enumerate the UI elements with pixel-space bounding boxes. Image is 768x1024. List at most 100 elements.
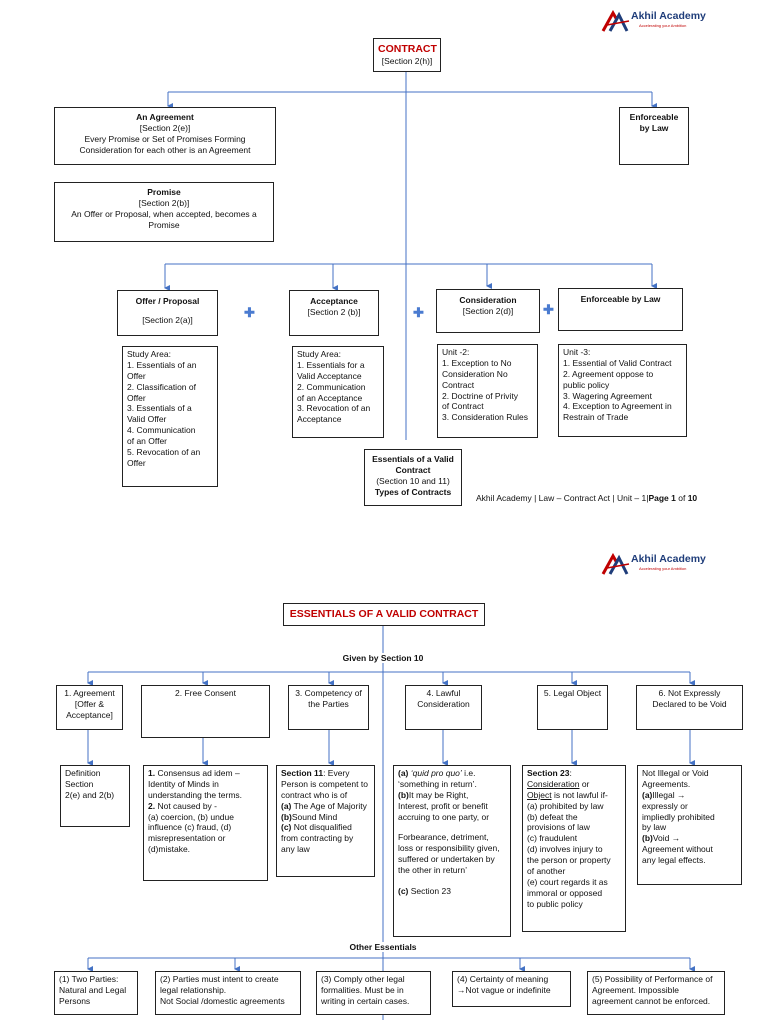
study-line: Study Area: [127,349,171,359]
detail-line: loss or responsibility given, [398,843,500,854]
contract-section: [Section 2(h)] [381,56,433,67]
detail-line: provisions of law [527,822,590,833]
header-line: the Parties [308,698,349,709]
detail-legal-object: Section 23: Consideration or Object is n… [522,765,626,932]
logo-name: Akhil Academy [631,553,706,565]
detail-text: Consensus ad idem – [155,768,240,778]
detail-line: expressly or [642,800,688,811]
study-line: Offer [127,370,146,381]
page-footer: Akhil Academy | Law – Contract Act | Uni… [476,493,697,503]
offer-section: [Section 2(a)] [142,314,193,325]
other-line: agreement cannot be enforced. [592,995,711,1006]
other-line: →Not vague or indefinite [457,984,551,995]
detail-num: (c) [398,885,409,896]
detail-line: the person or property [527,855,611,865]
detail-line: any legal effects. [642,855,706,865]
detail-line: Identity of Minds in [148,778,219,789]
study-line: of an Offer [127,436,168,446]
detail-line: suffered or undertaken by [398,854,495,865]
unit-line: 4. Exception to Agreement in [563,401,672,412]
essential-header-free-consent: 2. Free Consent [141,685,270,738]
detail-num: (b) [642,833,653,844]
detail-line: Interest, profit or benefit [398,800,488,811]
other-line: (5) Possibility of Performance of [592,974,713,984]
essential-header-consideration: 4. Lawful Consideration [405,685,482,730]
detail-line: Definition [65,768,101,778]
detail-not-void: Not Illegal or Void Agreements. (a)Illeg… [637,765,742,885]
footer-text: Akhil Academy | Law – Contract Act | Uni… [476,493,649,503]
study-line: 2. Classification of [127,381,196,392]
promise-definition: An Offer or Proposal, when accepted, bec… [71,208,257,219]
essentials-valid-contract-box: Essentials of a Valid Contract (Section … [364,449,462,506]
detail-text: Section 23 [408,885,451,896]
header-line: 2. Free Consent [175,688,236,698]
agreement-title: An Agreement [136,112,194,122]
study-line: Valid Offer [127,414,167,425]
acceptance-title: Acceptance [310,296,358,306]
detail-num: 1. [148,768,156,778]
unit-line: 2. Agreement oppose to [563,368,654,379]
offer-title: Offer / Proposal [135,296,200,306]
unit-line: Restrain of Trade [563,412,629,423]
enforceable-top-line: Enforceable [629,112,679,122]
header-line: 5. Legal Object [543,688,602,698]
other-essentials-label: Other Essentials [338,942,428,952]
header-line: 1. Agreement [64,688,115,698]
unit2-box: Unit -2: 1. Exception to No Consideratio… [437,344,538,438]
acceptance-study-area: Study Area: 1. Essentials for a Valid Ac… [292,346,384,438]
unit-line: public policy [563,379,610,390]
detail-line: Not Illegal or Void [642,768,709,778]
detail-line: understanding the terms. [148,789,243,800]
other-line: writing in certain cases. [321,995,410,1006]
detail-text: : [569,768,572,778]
detail-line: 2(e) and 2(b) [65,789,115,800]
detail-line: of another [527,865,566,876]
enforceable-box: Enforceable by Law [558,288,683,331]
header-line: [Offer & [74,698,105,709]
unit-line: Contract [442,379,475,390]
detail-line: impliedly prohibited [642,811,715,822]
other-essential-4: (4) Certainty of meaning →Not vague or i… [452,971,571,1007]
other-line: Not Social /domestic agreements [160,995,285,1006]
footer-of: of [675,493,688,503]
unit-line: Unit -2: [442,347,470,357]
detail-num: (b) [281,811,292,822]
detail-num: (a) [281,800,292,811]
detail-num: 2. [148,800,156,811]
academy-logo: Akhil Academy Accelerating your Ambition [601,9,721,32]
consideration-section: [Section 2(d)] [462,305,514,316]
other-line: (2) Parties must intent to create [160,974,279,984]
footer-page-total: 10 [687,493,698,503]
logo-mark-icon [601,9,630,32]
agreement-section: [Section 2(e)] [139,122,191,133]
other-line: Persons [59,995,91,1006]
header-line: Consideration [417,698,470,709]
detail-lawful-consideration: (a) ‘quid pro quo’ i.e. ‘something in re… [393,765,511,937]
detail-text: i.e. [461,768,476,778]
offer-study-area: Study Area: 1. Essentials of an Offer 2.… [122,346,218,487]
promise-section: [Section 2(b)] [138,197,190,208]
other-line: formalities. Must be in [321,984,404,995]
other-essential-3: (3) Comply other legal formalities. Must… [316,971,431,1015]
detail-line: from contracting by [281,833,354,844]
study-line: 4. Communication [127,425,196,436]
agreement-definition: Every Promise or Set of Promises Forming [84,133,246,144]
unit-line: 1. Essential of Valid Contract [563,357,672,368]
promise-definition: Promise [148,219,180,230]
detail-agreement: Definition Section 2(e) and 2(b) [60,765,130,827]
header-line: 3. Competency of [295,688,362,698]
unit-line: 1. Exception to No [442,357,512,368]
footer-page-label: Page [648,493,672,503]
other-line: (1) Two Parties: [59,974,119,984]
detail-line: Person is competent to [281,778,368,789]
detail-num: (c) [281,822,292,833]
study-line: Offer [127,392,146,403]
header-line: Declared to be Void [652,698,727,709]
detail-line: to public policy [527,898,583,909]
contract-box: CONTRACT [Section 2(h)] [373,38,441,72]
contract-title: CONTRACT [378,43,437,55]
detail-competency: Section 11: Every Person is competent to… [276,765,375,877]
plus-icon: ✚ [543,302,554,317]
detail-line: any law [281,844,310,855]
